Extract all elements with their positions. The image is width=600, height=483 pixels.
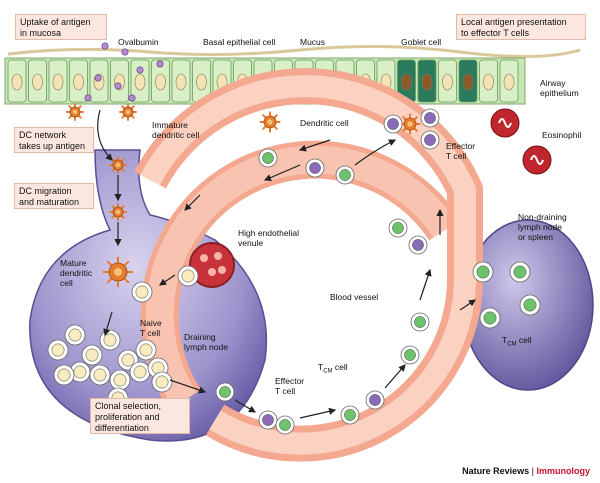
central-memory-t-cell xyxy=(509,261,531,283)
effector-t-cell xyxy=(383,114,403,134)
label-goblet: Goblet cell xyxy=(401,37,442,47)
proliferating-t-cell xyxy=(81,344,103,366)
migrating-dendritic-cell xyxy=(109,156,127,174)
eosinophil xyxy=(490,108,520,138)
effector-t-cell xyxy=(305,158,325,178)
label-ovalbumin: Ovalbumin xyxy=(118,37,159,47)
effector-t-cell xyxy=(258,410,278,430)
label-hev: High endothelial venule xyxy=(238,228,299,248)
central-memory-t-cell xyxy=(410,312,430,332)
proliferating-t-cell xyxy=(135,339,157,361)
epithelial-cell xyxy=(48,59,68,103)
effector-t-cell xyxy=(408,235,428,255)
immature-dendritic-cell xyxy=(119,103,137,121)
goblet-cell xyxy=(397,59,416,103)
epithelial-cell xyxy=(479,59,498,103)
label-effector-top: Effector T cell xyxy=(446,141,476,161)
label-eosinophil: Eosinophil xyxy=(542,130,582,140)
label-airway: Airway epithelium xyxy=(540,78,579,98)
presenting-dendritic-cell xyxy=(399,113,421,135)
label-effector-bottom: Effector T cell xyxy=(275,376,305,396)
central-memory-t-cell xyxy=(472,261,494,283)
epithelial-cell xyxy=(438,59,457,103)
central-memory-t-cell xyxy=(388,218,408,238)
epithelial-cell xyxy=(7,59,27,103)
blood-vessel xyxy=(134,68,483,462)
label-draining: Draining lymph node xyxy=(184,332,228,352)
ovalbumin-particle xyxy=(84,94,92,102)
central-memory-t-cell xyxy=(258,148,278,168)
effector-t-cell xyxy=(420,108,440,128)
central-memory-t-cell xyxy=(215,382,235,402)
central-memory-t-cell xyxy=(275,415,295,435)
ovalbumin-particle xyxy=(156,60,164,68)
label-mucus: Mucus xyxy=(300,37,326,47)
clonal-selection-box: Clonal selection, proliferation and diff… xyxy=(90,398,190,434)
epithelial-cell xyxy=(151,59,170,103)
label-non-draining: Non-draining lymph node or spleen xyxy=(518,212,567,242)
naive-t-cell xyxy=(177,265,199,287)
mucus-layer xyxy=(7,44,581,59)
effector-t-cell xyxy=(420,130,440,150)
ovalbumin-particle xyxy=(101,42,109,50)
label-naive: Naive T cell xyxy=(140,318,162,338)
epithelial-cell xyxy=(69,59,88,103)
label-immature-dc: Immature dendritic cell xyxy=(152,120,200,140)
epithelial-cell xyxy=(110,59,129,103)
local-presentation-box: Local antigen presentation to effector T… xyxy=(456,14,586,40)
proliferating-t-cell xyxy=(47,339,69,361)
effector-t-cell xyxy=(365,390,385,410)
ovalbumin-particle xyxy=(128,94,136,102)
dendritic-cell xyxy=(66,103,84,121)
ovalbumin-particle xyxy=(114,82,122,90)
epithelial-cell xyxy=(192,59,211,103)
dendritic-cell xyxy=(259,111,281,133)
central-memory-t-cell xyxy=(340,405,360,425)
ovalbumin-particle xyxy=(136,66,144,74)
label-tcm: TCM cell xyxy=(318,362,348,375)
ovalbumin-particle xyxy=(121,48,129,56)
migrating-dendritic-cell xyxy=(109,203,127,221)
journal-footer: Nature Reviews | Immunology xyxy=(462,466,590,476)
epithelial-cell xyxy=(28,59,47,103)
proliferating-t-cell xyxy=(99,329,121,351)
central-memory-t-cell xyxy=(335,165,355,185)
proliferating-t-cell xyxy=(64,324,86,346)
proliferating-t-cell xyxy=(109,369,131,391)
mature-dendritic-cell xyxy=(102,256,134,288)
label-tcm-2: TCM cell xyxy=(502,335,532,348)
goblet-cell xyxy=(458,59,478,103)
dc-migration-box: DC migration and maturation xyxy=(14,183,94,209)
label-mature-dc: Mature dendritic cell xyxy=(60,258,93,288)
label-basal-epithelial: Basal epithelial cell xyxy=(203,37,276,47)
proliferating-t-cell xyxy=(129,361,151,383)
epithelial-cell xyxy=(499,59,519,103)
label-blood-vessel: Blood vessel xyxy=(330,292,379,302)
proliferating-t-cell xyxy=(53,364,75,386)
central-memory-t-cell xyxy=(519,294,541,316)
goblet-cell xyxy=(417,59,437,103)
uptake-box: Uptake of antigen in mucosa xyxy=(15,14,107,40)
eosinophil xyxy=(522,145,552,175)
ovalbumin-particle xyxy=(94,74,102,82)
high-endothelial-venule xyxy=(189,242,235,288)
proliferating-t-cell xyxy=(151,371,173,393)
label-dendritic-cell: Dendritic cell xyxy=(300,118,349,128)
epithelial-cell xyxy=(171,59,191,103)
central-memory-t-cell xyxy=(479,307,501,329)
epithelial-cell xyxy=(130,59,150,103)
naive-t-cell xyxy=(131,281,153,303)
arrows xyxy=(97,109,476,419)
central-memory-t-cell xyxy=(400,345,420,365)
dc-network-box: DC network takes up antigen xyxy=(14,127,94,153)
proliferating-t-cell xyxy=(89,364,111,386)
